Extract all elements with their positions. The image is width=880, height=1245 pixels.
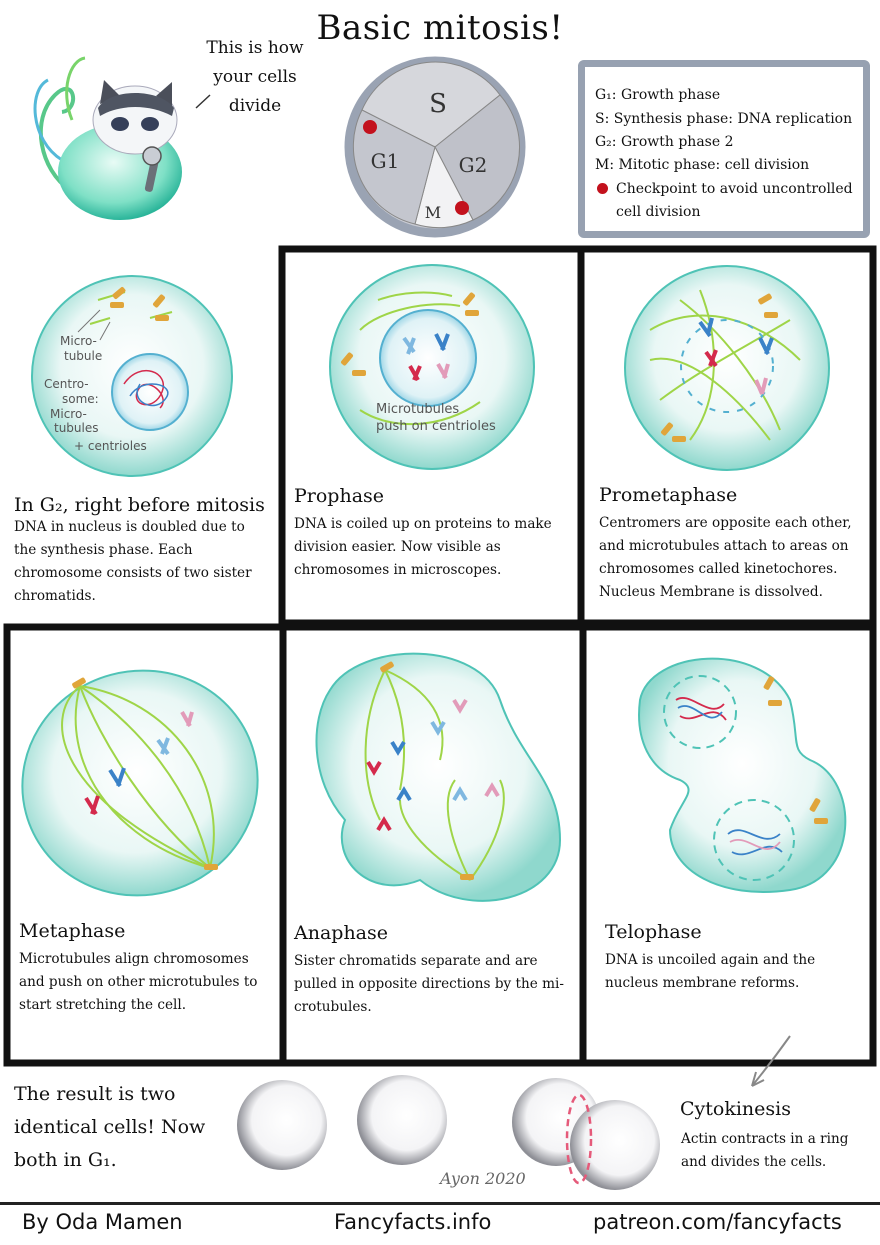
phase-description: DNA in nucleus is doubled due to the syn… <box>14 519 252 604</box>
annotation-microtubule-2: tubule <box>64 349 102 363</box>
annotation-prophase-2: push on centrioles <box>376 419 496 434</box>
g2-cell-drawing <box>31 275 233 477</box>
result-text: The result is two identical cells! Now b… <box>14 1083 206 1171</box>
phase-block-metaphase: Metaphase Microtubules align chromosomes… <box>19 920 271 1017</box>
phase-block-prophase: Prophase DNA is coiled up on proteins to… <box>294 485 569 582</box>
annotation-centrosome-1: Centro- <box>44 377 89 391</box>
checkpoint-g1-marker <box>363 120 377 134</box>
page-title: Basic mitosis! <box>316 8 564 48</box>
phase-description: Sister chromatids separate and are pulle… <box>294 953 564 1015</box>
speech-pointer <box>195 94 211 109</box>
phase-title: Prophase <box>294 485 385 507</box>
phase-title: Telophase <box>605 921 702 943</box>
artist-signature: Ayon 2020 <box>438 1169 526 1188</box>
cytokinesis-description: Actin contracts in a ring and divides th… <box>681 1131 849 1170</box>
legend-item-m: M: Mitotic phase: cell division <box>595 157 810 173</box>
cytokinesis-arrow-head <box>751 1071 765 1087</box>
annotation-centrosome-2: some: <box>62 392 99 406</box>
phase-title: Metaphase <box>19 920 126 942</box>
legend-item-checkpoint: Checkpoint to avoid uncontrolled <box>595 179 853 199</box>
phase-block-g2: In G₂, right before mitosis DNA in nucle… <box>14 494 269 608</box>
phase-description: DNA is uncoiled again and the nucleus me… <box>605 952 816 991</box>
footer-site-link[interactable]: Fancyfacts.info <box>334 1210 492 1234</box>
legend-item-s: S: Synthesis phase: DNA replication <box>595 111 853 127</box>
phase-title: Prometaphase <box>599 484 738 506</box>
wheel-label-m: M <box>425 203 441 222</box>
phase-description: Microtubules align chromosomes and push … <box>19 951 258 1013</box>
legend-item-g1: G₁: Growth phase <box>595 87 721 103</box>
cat-mascot <box>33 56 182 220</box>
cytokinesis-arrow <box>751 1035 791 1087</box>
prophase-cell-drawing <box>329 264 535 470</box>
footer-divider <box>0 1202 880 1205</box>
phase-block-anaphase: Anaphase Sister chromatids separate and … <box>294 922 572 1019</box>
phase-title: Anaphase <box>294 922 389 944</box>
footer-patreon-link[interactable]: patreon.com/fancyfacts <box>593 1210 842 1234</box>
annotation-centrosome-5: + centrioles <box>74 439 147 453</box>
result-cells-drawing <box>237 1075 660 1190</box>
annotation-centrosome-4: tubules <box>54 421 99 435</box>
phase-block-telophase: Telophase DNA is uncoiled again and the … <box>605 921 863 995</box>
checkpoint-m-marker <box>455 201 469 215</box>
speech-bubble-text: This is how your cells divide <box>206 38 304 116</box>
phase-grid <box>3 245 877 1067</box>
annotation-prophase-1: Microtubules <box>376 402 459 417</box>
wheel-label-s: S <box>429 89 447 119</box>
cell-cycle-wheel <box>344 56 526 238</box>
anaphase-cell-drawing <box>315 652 562 902</box>
annotation-microtubule-1: Micro- <box>60 334 97 348</box>
phase-description: Centromers are opposite each other, and … <box>599 515 852 600</box>
wheel-label-g1: G1 <box>371 149 400 173</box>
telophase-cell-drawing <box>638 657 847 893</box>
phase-block-prometaphase: Prometaphase Centromers are opposite eac… <box>599 484 861 604</box>
wheel-label-g2: G2 <box>459 153 488 177</box>
legend-checkpoint-line1: Checkpoint to avoid uncontrolled <box>616 181 853 197</box>
footer-author: By Oda Mamen <box>22 1210 183 1234</box>
prometaphase-cell-drawing <box>624 265 830 471</box>
legend-checkpoint-line2: cell division <box>616 204 701 220</box>
phase-description: DNA is coiled up on proteins to make div… <box>294 516 552 578</box>
legend-item-g2: G₂: Growth phase 2 <box>595 134 734 150</box>
annotation-centrosome-3: Micro- <box>50 407 87 421</box>
phase-title: In G₂, right before mitosis <box>14 494 265 516</box>
cytokinesis-title: Cytokinesis <box>680 1098 791 1120</box>
legend-box: G₁: Growth phase S: Synthesis phase: DNA… <box>578 60 870 238</box>
checkpoint-dot-icon <box>597 183 608 194</box>
metaphase-cell-drawing <box>21 669 259 897</box>
